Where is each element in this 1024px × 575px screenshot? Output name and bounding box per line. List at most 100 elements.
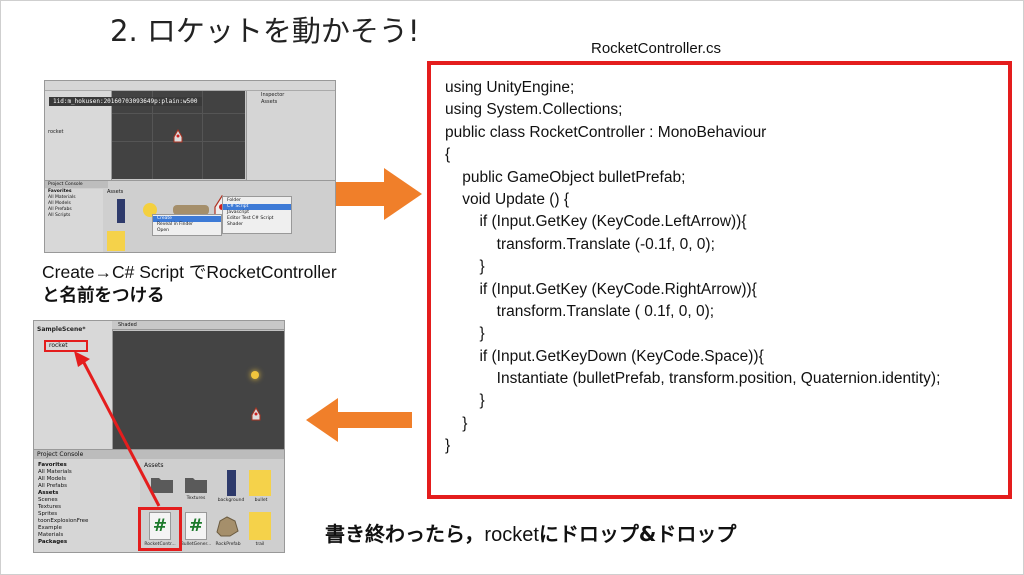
tree-item[interactable]: Scenes [38, 497, 58, 503]
context-menu: Create Reveal in Finder Open [152, 214, 222, 236]
tooltip-text: 1id:m_hokusen:20160703093649p:plain:w500 [49, 97, 202, 106]
submenu-folder[interactable]: Folder [227, 198, 241, 203]
project-folder-tree: Favorites All Materials All Models All P… [34, 459, 140, 552]
arrow-right-icon [336, 168, 422, 220]
code-line: public class RocketController : MonoBeha… [445, 123, 767, 141]
grid-line [152, 91, 153, 179]
project-tabs[interactable]: Project Console [34, 450, 284, 459]
context-menu-reveal[interactable]: Reveal in Finder [157, 222, 193, 227]
trail-asset-icon[interactable] [249, 512, 271, 540]
tree-item[interactable]: Assets [38, 490, 59, 496]
unity-toolbar [45, 81, 335, 91]
hierarchy-panel: rocket [45, 91, 112, 181]
code-line: public GameObject bulletPrefab; [445, 168, 686, 186]
code-filename: RocketController.cs [591, 40, 722, 57]
script-highlight-box [138, 507, 182, 551]
project-panel: Project Console Favorites All Materials … [45, 180, 335, 252]
project-tabs[interactable]: Project Console [45, 181, 108, 188]
asset-label: BulletGener... [180, 542, 212, 547]
submenu-editor-test[interactable]: Editor Test C# Script [227, 216, 274, 221]
tree-item[interactable]: Favorites [38, 462, 67, 468]
favorite-item[interactable]: All Materials [48, 195, 76, 200]
trail-asset-icon[interactable] [107, 231, 125, 251]
assets-label: Assets [144, 462, 164, 469]
project-panel: Project Console Favorites All Materials … [34, 449, 284, 552]
favorite-item[interactable]: All Prefabs [48, 207, 72, 212]
code-line: Instantiate (bulletPrefab, transform.pos… [445, 370, 941, 388]
tree-item[interactable]: Textures [38, 504, 61, 510]
code-line: if (Input.GetKey (KeyCode.LeftArrow)){ [445, 213, 747, 231]
favorites-header[interactable]: Favorites [48, 189, 72, 194]
context-menu-open[interactable]: Open [157, 228, 170, 233]
drag-arrow-icon [74, 351, 161, 507]
code-listing: using UnityEngine; using System.Collecti… [427, 61, 1012, 499]
code-line: if (Input.GetKey (KeyCode.RightArrow)){ [445, 280, 757, 298]
caption-create-line2: と名前をつける [42, 286, 165, 306]
tree-item[interactable]: Materials [38, 532, 64, 538]
submenu-javascript[interactable]: Javascript [227, 210, 250, 215]
scene-name: SampleScene* [37, 326, 86, 333]
scene-view [113, 331, 284, 449]
hierarchy-item: rocket [48, 129, 64, 135]
asset-label: RocketContr... [144, 542, 176, 547]
background-asset-icon[interactable] [117, 199, 125, 223]
assets-label: Assets [107, 189, 124, 195]
tree-item[interactable]: Example [38, 525, 62, 531]
unity-screenshot-create-script: rocket 1id:m_hokusen:20160703093649p:pla… [44, 80, 336, 253]
hierarchy-rocket-item[interactable]: rocket [44, 340, 88, 352]
asset-label: RockPrefab [215, 542, 241, 547]
favorite-item[interactable]: All Scripts [48, 213, 71, 218]
code-line: { [445, 146, 451, 164]
rocket-sprite-icon [173, 129, 183, 143]
rock-asset-icon[interactable] [214, 514, 240, 538]
bullet-asset-icon[interactable] [143, 203, 157, 217]
hierarchy-panel: SampleScene* rocket [34, 321, 113, 449]
folder-icon[interactable] [150, 474, 174, 494]
grid-line [202, 91, 203, 179]
code-line: } [445, 325, 485, 343]
caption-create-line1: Create→C# Script でRocketController [42, 262, 337, 282]
slide-title: 2. ロケットを動かそう! [110, 14, 420, 48]
tree-item[interactable]: All Models [38, 476, 66, 482]
code-line: } [445, 392, 485, 410]
caption-drop-prefix: 書き終わったら， [325, 522, 485, 546]
hash-icon[interactable]: # [149, 512, 171, 540]
unity-screenshot-drag-drop: SampleScene* rocket Shaded Project Conso… [33, 320, 285, 553]
code-line: transform.Translate ( 0.1f, 0, 0); [445, 302, 715, 320]
code-line: void Update () { [445, 190, 570, 208]
favorites-list: Favorites All Materials All Models All P… [45, 189, 103, 252]
code-line: using System.Collections; [445, 101, 623, 119]
inspector-title: Inspector [261, 92, 285, 98]
caption-create-script: Create→C# Script でRocketController と名前をつ… [42, 260, 337, 308]
bullet-asset-icon[interactable] [249, 470, 271, 496]
context-menu-create[interactable]: Create [153, 216, 221, 222]
tree-item[interactable]: toonExplosionFree [38, 518, 89, 524]
favorite-item[interactable]: All Models [48, 201, 71, 206]
arrow-left-icon [306, 398, 412, 442]
code-line: using UnityEngine; [445, 79, 575, 96]
asset-label: bullet [254, 498, 268, 503]
tree-item[interactable]: All Materials [38, 469, 72, 475]
inspector-panel: Inspector Assets [246, 91, 335, 181]
code-line: } [445, 414, 468, 432]
code-line: if (Input.GetKeyDown (KeyCode.Space)){ [445, 347, 764, 365]
code-line: } [445, 437, 451, 455]
rock-asset-icon[interactable] [173, 205, 209, 215]
tree-item[interactable]: Sprites [38, 511, 58, 517]
rocket-sprite-icon [251, 407, 261, 421]
tree-item[interactable]: All Prefabs [38, 483, 67, 489]
asset-label: background [217, 498, 245, 503]
code-line: } [445, 258, 485, 276]
grid-line [112, 113, 245, 114]
asset-label: Textures [186, 496, 206, 501]
folder-icon[interactable] [184, 474, 208, 494]
bullet-sprite-icon [251, 371, 259, 379]
tree-item[interactable]: Packages [38, 539, 68, 545]
background-asset-icon[interactable] [227, 470, 236, 496]
caption-drag-drop: 書き終わったら，rocketにドロップ&ドロップ [325, 518, 736, 547]
submenu-shader[interactable]: Shader [227, 222, 243, 227]
scene-toolbar[interactable]: Shaded [112, 321, 284, 330]
submenu-csharp-script[interactable]: C# Script [223, 204, 291, 210]
code-line: transform.Translate (-0.1f, 0, 0); [445, 235, 715, 253]
hash-icon[interactable]: # [185, 512, 207, 540]
